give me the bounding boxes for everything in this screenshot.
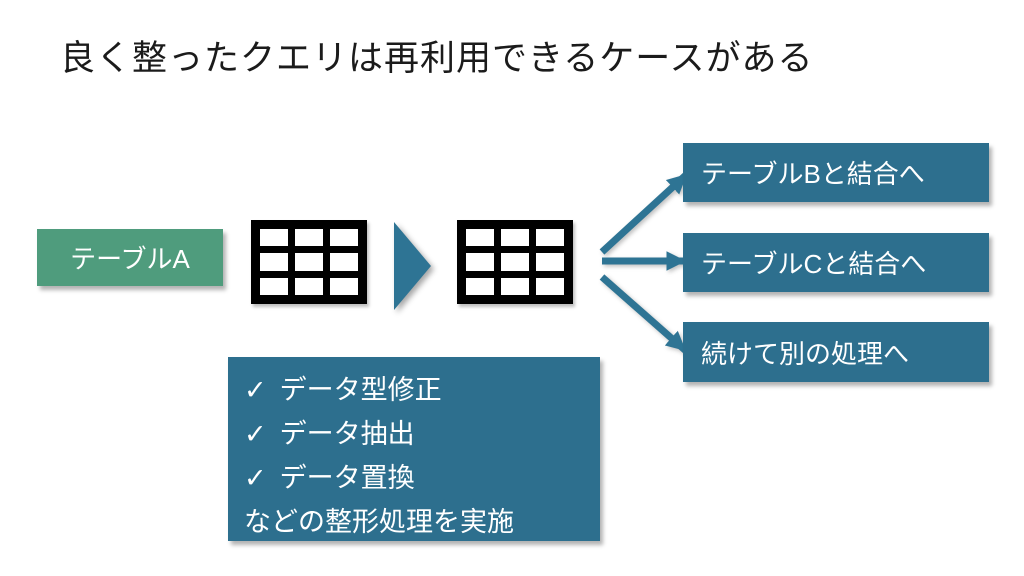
output-box-label: テーブルBと結合へ xyxy=(701,159,925,189)
output-box-label: テーブルCと結合へ xyxy=(701,249,927,279)
table-cell xyxy=(536,253,564,271)
checklist-item: ✓ データ抽出 xyxy=(244,412,584,456)
checklist-item-text: データ置換 xyxy=(279,463,415,493)
table-cell xyxy=(501,229,529,247)
output-box-label: 続けて別の処理へ xyxy=(701,338,910,369)
table-grid-icon-right xyxy=(457,220,573,304)
checklist-item-text: データ抽出 xyxy=(279,419,415,449)
checklist-item: ✓ データ型修正 xyxy=(244,368,584,412)
table-a-label-text: テーブルA xyxy=(70,244,190,274)
table-grid-icon-left xyxy=(251,220,367,304)
output-box-join-table-b: テーブルBと結合へ xyxy=(683,143,989,202)
table-cell xyxy=(295,229,323,247)
table-cell xyxy=(501,277,529,295)
table-cell xyxy=(330,229,358,247)
output-box-continue-processing: 続けて別の処理へ xyxy=(683,322,989,382)
table-a-label: テーブルA xyxy=(37,229,223,286)
table-cell xyxy=(295,253,323,271)
flow-triangle-icon xyxy=(394,222,431,310)
table-cell xyxy=(330,277,358,295)
table-cell xyxy=(466,253,494,271)
table-cell xyxy=(295,277,323,295)
table-cell xyxy=(501,253,529,271)
table-cell xyxy=(536,277,564,295)
check-icon: ✓ xyxy=(244,463,267,493)
table-cell xyxy=(260,253,288,271)
output-box-join-table-c: テーブルCと結合へ xyxy=(683,233,989,292)
process-checklist-box: ✓ データ型修正 ✓ データ抽出 ✓ データ置換 などの整形処理を実施 xyxy=(228,357,600,541)
table-cell xyxy=(466,229,494,247)
check-icon: ✓ xyxy=(244,419,267,449)
table-cell xyxy=(260,277,288,295)
table-cell xyxy=(260,229,288,247)
slide-title: 良く整ったクエリは再利用できるケースがある xyxy=(60,39,814,78)
check-icon: ✓ xyxy=(244,375,267,405)
table-cell xyxy=(466,277,494,295)
checklist-item: ✓ データ置換 xyxy=(244,456,584,500)
checklist-footer: などの整形処理を実施 xyxy=(244,500,584,544)
table-cell xyxy=(330,253,358,271)
checklist-item-text: データ型修正 xyxy=(279,375,442,405)
checklist-footer-text: などの整形処理を実施 xyxy=(244,507,514,537)
table-cell xyxy=(536,229,564,247)
